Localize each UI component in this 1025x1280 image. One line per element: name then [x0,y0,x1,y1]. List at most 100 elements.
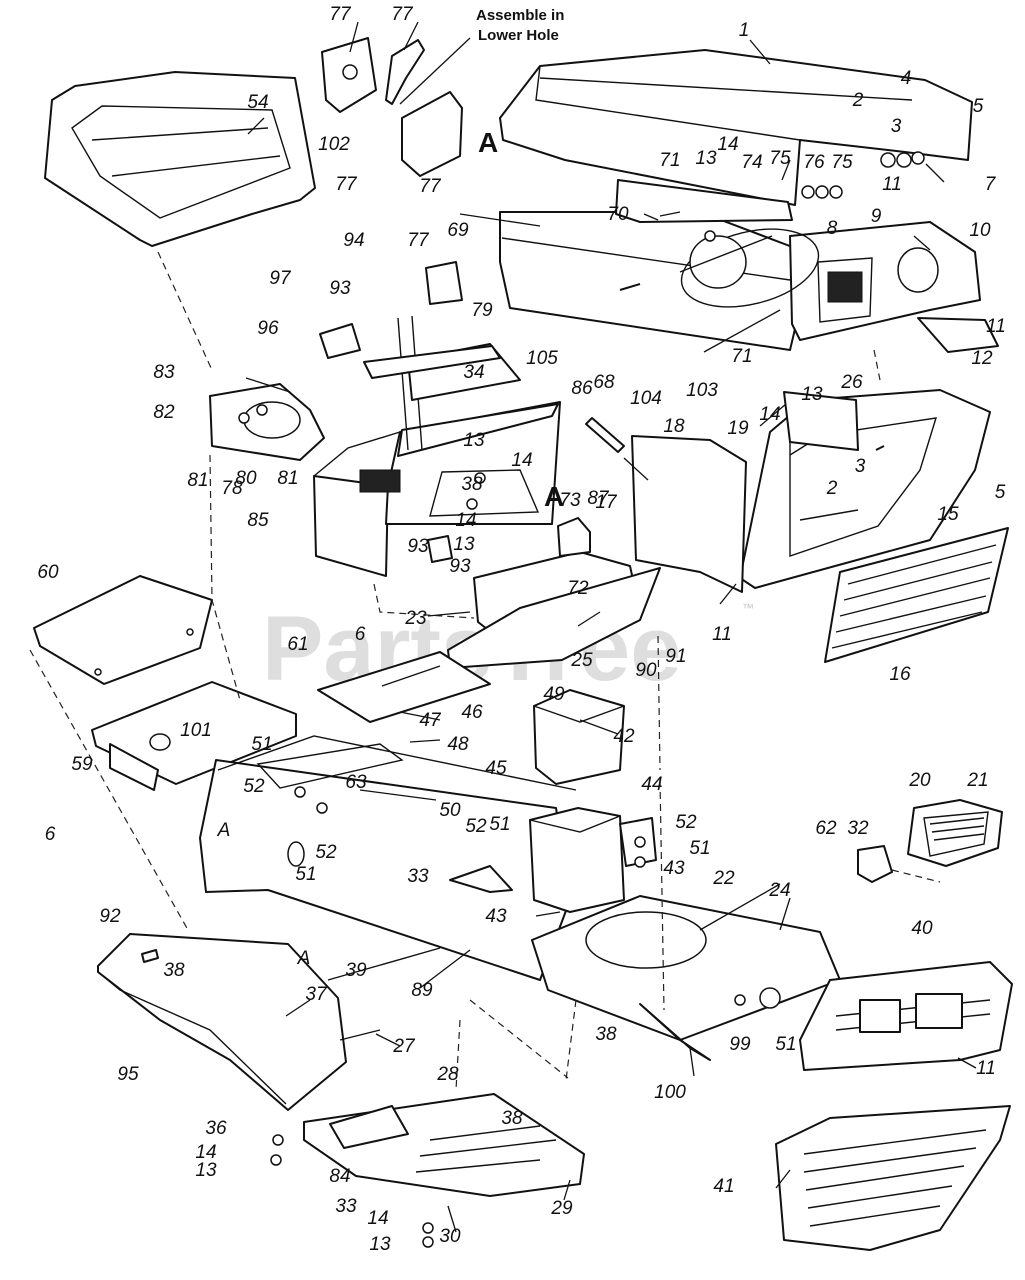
callout-62: 62 [815,818,837,839]
callout-81: 81 [277,468,298,489]
callout-14: 14 [195,1142,216,1163]
callout-11: 11 [976,1058,996,1079]
reference-marks: A A [478,127,564,512]
callout-A: A [297,948,311,969]
steering-column [209,315,521,461]
callout-13: 13 [695,148,717,169]
callout-102: 102 [318,134,350,155]
callout-46: 46 [461,702,483,723]
callout-87: 87 [587,488,610,509]
callout-3: 3 [855,456,866,477]
callout-5: 5 [995,482,1006,503]
callout-40: 40 [911,918,933,939]
callout-38: 38 [501,1108,523,1129]
callout-10: 10 [969,220,991,241]
callout-22: 22 [712,868,735,889]
callout-33: 33 [335,1196,357,1217]
callout-51: 51 [251,734,272,755]
callout-93: 93 [407,536,429,557]
callout-51: 51 [689,838,710,859]
callout-14: 14 [511,450,532,471]
fuel-tank [447,517,661,669]
callout-27: 27 [392,1036,416,1057]
callout-93: 93 [329,278,351,299]
battery [529,689,657,913]
callout-103: 103 [686,380,718,401]
note-line-2: Lower Hole [478,27,559,44]
callout-24: 24 [768,880,790,901]
callout-45: 45 [485,758,507,779]
callout-13: 13 [369,1234,391,1255]
callout-84: 84 [329,1166,350,1187]
callout-32: 32 [847,818,869,839]
callout-11: 11 [986,316,1006,337]
callout-7: 7 [985,174,997,195]
callout-14: 14 [717,134,738,155]
callout-36: 36 [205,1118,227,1139]
callout-50: 50 [439,800,461,821]
console-85 [313,401,561,577]
callout-90: 90 [635,660,657,681]
callout-77: 77 [335,174,358,195]
callout-81: 81 [187,470,208,491]
grille-40 [799,961,1013,1071]
callout-70: 70 [607,204,629,225]
callout-29: 29 [550,1198,573,1219]
callout-68: 68 [593,372,615,393]
callout-74: 74 [741,152,762,173]
callout-77: 77 [391,4,414,25]
callout-97: 97 [269,268,292,289]
callout-96: 96 [257,318,279,339]
callout-69: 69 [447,220,469,241]
callout-20: 20 [908,770,931,791]
callout-41: 41 [713,1176,734,1197]
plate-46 [317,651,491,723]
callout-104: 104 [630,388,662,409]
callout-12: 12 [971,348,993,369]
grille-41 [775,1105,1011,1251]
callout-101: 101 [180,720,212,741]
leader-lines [245,21,977,1233]
callout-82: 82 [153,402,175,423]
callout-52: 52 [243,776,265,797]
callout-1: 1 [739,20,750,41]
callout-16: 16 [889,664,911,685]
callout-60: 60 [37,562,59,583]
callout-6: 6 [45,824,56,845]
axle-rod [327,947,441,1041]
callout-92: 92 [99,906,121,927]
callout-17: 17 [595,492,618,513]
callout-91: 91 [665,646,686,667]
callout-37: 37 [305,984,328,1005]
callout-13: 13 [801,384,823,405]
belt [679,228,820,308]
callout-59: 59 [71,754,93,775]
callout-19: 19 [727,418,749,439]
ref-mark-a: A [544,481,564,512]
callout-63: 63 [345,772,367,793]
callout-14: 14 [367,1208,388,1229]
callout-14: 14 [455,510,476,531]
callout-49: 49 [543,684,565,705]
callout-30: 30 [439,1226,461,1247]
callout-21: 21 [966,770,988,791]
callout-73: 73 [559,490,581,511]
callout-18: 18 [663,416,685,437]
callout-6: 6 [355,624,366,645]
callout-39: 39 [345,960,367,981]
callout-48: 48 [447,734,469,755]
grille-housing [789,221,999,353]
callout-11: 11 [882,174,902,195]
callout-34: 34 [463,362,484,383]
callout-54: 54 [247,92,268,113]
side-panel-18 [631,435,747,593]
frame [199,735,841,1061]
callout-80: 80 [235,468,257,489]
callout-52: 52 [465,816,487,837]
tray-59 [91,681,297,791]
callout-52: 52 [675,812,697,833]
callout-77: 77 [419,176,442,197]
callout-38: 38 [595,1024,617,1045]
